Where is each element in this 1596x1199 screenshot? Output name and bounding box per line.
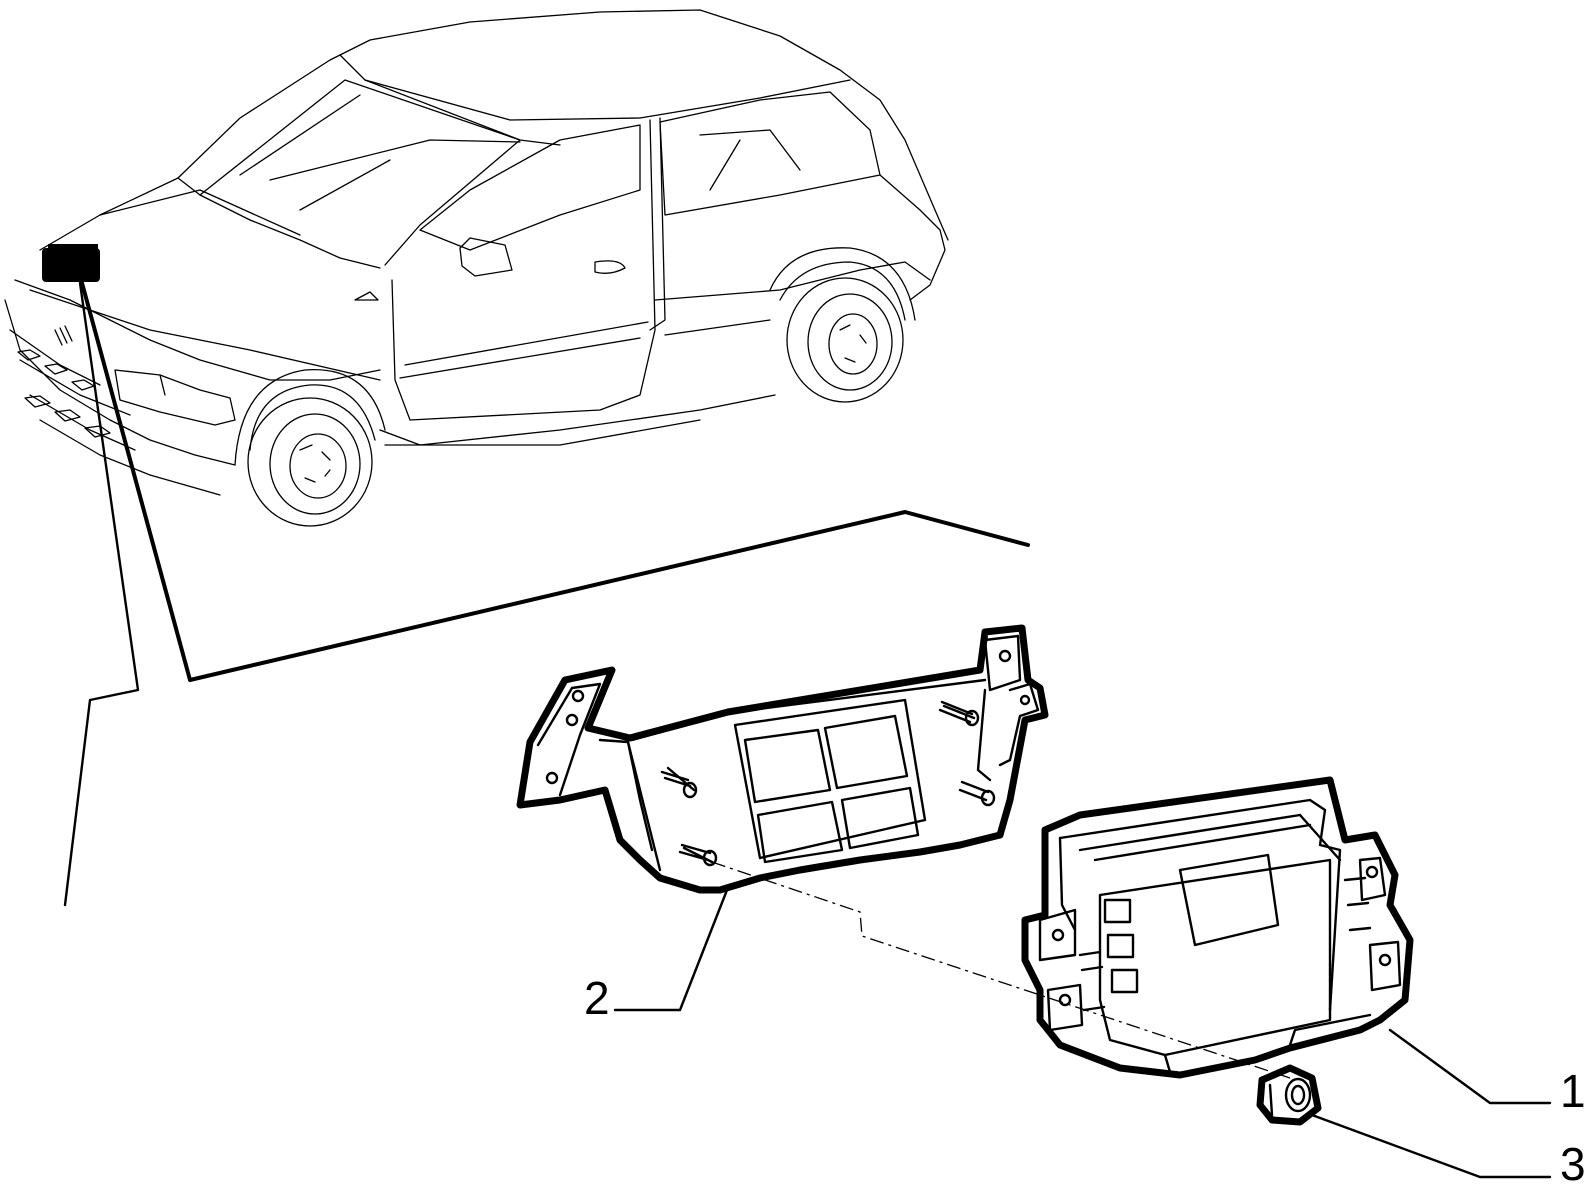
car-illustration	[4, 9, 949, 527]
location-leader-lines	[63, 281, 1030, 907]
mounting-bracket-part	[516, 624, 1049, 894]
callout-3-label: 3	[1560, 1138, 1586, 1190]
callout-2-label: 2	[584, 972, 610, 1024]
nut-part	[1256, 1064, 1322, 1126]
alignment-axis-line	[711, 861, 1291, 1079]
control-unit-part	[1021, 776, 1414, 1079]
callout-1-label: 1	[1560, 1065, 1586, 1117]
stud-bolts	[660, 700, 996, 867]
callout-leaders	[613, 888, 1552, 1179]
